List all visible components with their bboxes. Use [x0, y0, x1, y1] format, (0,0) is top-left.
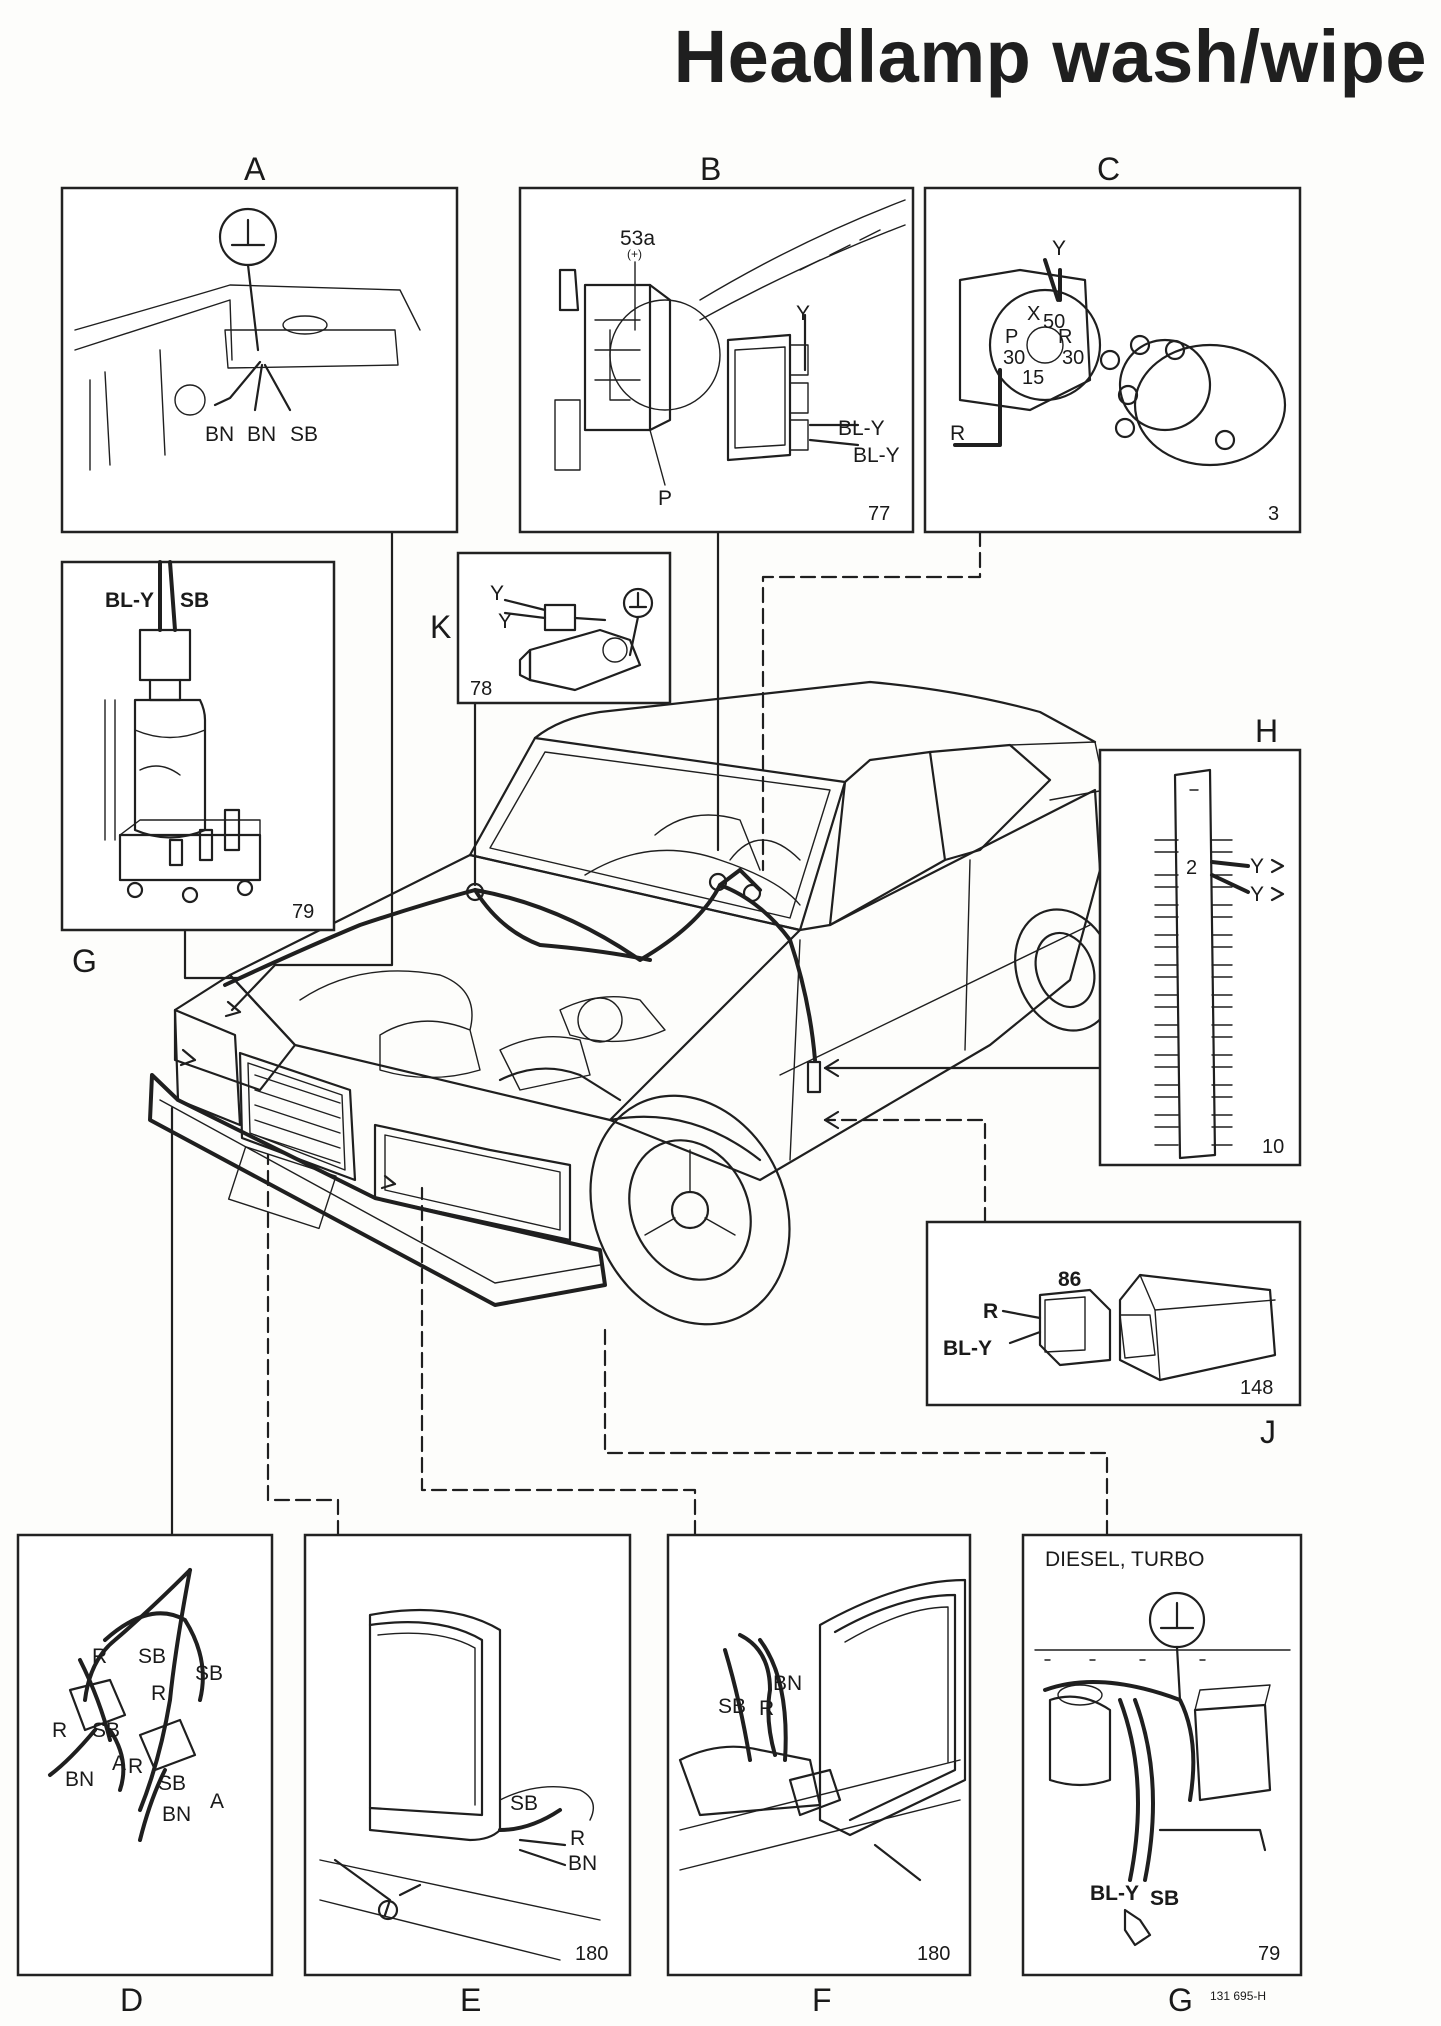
- panel-d-wire-bn2: BN: [162, 1803, 191, 1826]
- panel-e-wire-sb: SB: [510, 1792, 538, 1815]
- panel-h-component: 10: [1262, 1136, 1284, 1158]
- panel-g-top-letter: G: [72, 943, 97, 979]
- panel-f-letter: F: [812, 1982, 832, 2018]
- panel-d-wire-a1: A: [112, 1752, 126, 1775]
- panel-c-component: 3: [1268, 503, 1279, 525]
- panel-e-wire-bn: BN: [568, 1852, 597, 1875]
- panel-d-wire-bn1: BN: [65, 1768, 94, 1791]
- figure-code: 131 695-H: [1210, 1989, 1266, 2003]
- panel-g-top-wire-sb: SB: [180, 589, 209, 612]
- connection-a: [230, 530, 394, 1012]
- panel-c-wire-r: R: [950, 422, 965, 445]
- panel-j: 86 R BL-Y 148 J: [925, 1220, 1302, 1450]
- panel-c-term-50: 50: [1043, 311, 1065, 333]
- panel-h-pin: 2: [1186, 857, 1197, 879]
- panel-e-component: 180: [575, 1943, 608, 1965]
- connection-e: [266, 1153, 340, 1537]
- panel-f-wire-sb: SB: [718, 1695, 746, 1718]
- panel-j-terminal-86: 86: [1058, 1268, 1081, 1291]
- panel-e-wire-r: R: [570, 1827, 585, 1850]
- panel-a-wire-3: SB: [290, 423, 318, 446]
- panel-j-component: 148: [1240, 1377, 1273, 1399]
- panel-k: K Y Y 78: [430, 551, 672, 705]
- panel-g-top-wire-bly: BL-Y: [105, 589, 154, 612]
- panel-k-wire-1: Y: [490, 582, 504, 605]
- panel-d-wire-sb3: SB: [92, 1719, 120, 1742]
- panel-b-wire-bly-1: BL-Y: [838, 417, 885, 440]
- panel-a-letter: A: [244, 151, 266, 187]
- panel-e: SB R BN 180 E: [303, 1533, 632, 2018]
- panel-k-component: 78: [470, 678, 492, 700]
- panel-h-letter: H: [1255, 713, 1278, 749]
- connection-lines: [170, 530, 1109, 1537]
- panel-a-wire-2: BN: [247, 423, 276, 446]
- connection-g-top: [183, 928, 240, 980]
- panel-d-wire-sb4: SB: [158, 1772, 186, 1795]
- panel-g-bottom: DIESEL, TURBO BL-Y SB 79 G 131 695-H: [1021, 1533, 1303, 2018]
- panel-d: R SB SB R R SB BN A R SB BN A D: [16, 1533, 274, 2018]
- panel-a-wire-1: BN: [205, 423, 234, 446]
- panel-g-top-component: 79: [292, 901, 314, 923]
- panel-f: BN SB R 180 F: [666, 1533, 972, 2018]
- panel-c: C Y X 50 P R 30 30 15 R 3: [923, 151, 1302, 534]
- panel-b-component: 77: [868, 503, 890, 525]
- panel-d-wire-r1: R: [92, 1645, 107, 1668]
- connection-f: [420, 1186, 697, 1537]
- panel-d-wire-r4: R: [128, 1755, 143, 1778]
- panel-f-component: 180: [917, 1943, 950, 1965]
- panel-g-bottom-wire-bly: BL-Y: [1090, 1882, 1139, 1905]
- panel-c-term-30b: 30: [1062, 347, 1084, 369]
- panel-h-wire-2: Y: [1250, 883, 1264, 906]
- panel-b-letter: B: [700, 151, 721, 187]
- connection-g-bottom: [603, 1323, 1109, 1537]
- panel-j-wire-r: R: [983, 1300, 998, 1323]
- panel-g-top: BL-Y SB 79 G: [60, 560, 336, 979]
- panel-c-term-x: X: [1027, 303, 1040, 325]
- panel-g-bottom-wire-sb: SB: [1150, 1887, 1179, 1910]
- panel-k-letter: K: [430, 609, 451, 645]
- panel-h-wire-1: Y: [1250, 855, 1264, 878]
- panel-e-letter: E: [460, 1982, 481, 2018]
- panel-f-wire-r: R: [759, 1697, 774, 1720]
- panel-d-letter: D: [120, 1982, 143, 2018]
- panel-b-wire-bly-2: BL-Y: [853, 444, 900, 467]
- car-illustration: [148, 680, 1116, 1326]
- panel-b: B 53a (+) P Y BL-Y BL-Y: [518, 151, 915, 534]
- panel-j-wire-bly: BL-Y: [943, 1337, 992, 1360]
- panel-b-terminal-sign: (+): [627, 247, 642, 261]
- page-title: Headlamp wash/wipe: [673, 15, 1427, 98]
- panel-j-letter: J: [1260, 1414, 1276, 1450]
- panel-a: A BN BN SB: [60, 151, 459, 534]
- panel-c-term-30a: 30: [1003, 347, 1025, 369]
- panel-c-letter: C: [1097, 151, 1120, 187]
- panel-g-bottom-heading: DIESEL, TURBO: [1045, 1548, 1205, 1571]
- panel-d-wire-sb1: SB: [138, 1645, 166, 1668]
- connection-c: [761, 530, 982, 872]
- panel-c-wire-y: Y: [1052, 237, 1066, 260]
- connection-j: [823, 1118, 987, 1224]
- panel-g-bottom-component: 79: [1258, 1943, 1280, 1965]
- panel-f-wire-bn: BN: [773, 1672, 802, 1695]
- panel-b-terminal-p: P: [658, 487, 672, 510]
- panel-c-term-r: R: [1058, 326, 1072, 348]
- panel-k-wire-2: Y: [498, 610, 512, 633]
- panel-c-term-15: 15: [1022, 367, 1044, 389]
- panel-d-wire-r2: R: [151, 1682, 166, 1705]
- panel-d-wire-a2: A: [210, 1790, 224, 1813]
- panel-h: H 2 Y Y 10: [1098, 713, 1302, 1167]
- panel-c-term-p: P: [1005, 326, 1018, 348]
- panel-g-bottom-letter: G: [1168, 1982, 1193, 2018]
- panel-b-wire-y: Y: [796, 302, 810, 325]
- terminal-pins: [1154, 839, 1233, 1146]
- panel-b-terminal-53a: 53a: [620, 227, 655, 250]
- panel-d-wire-sb2: SB: [195, 1662, 223, 1685]
- panel-d-wire-r3: R: [52, 1719, 67, 1742]
